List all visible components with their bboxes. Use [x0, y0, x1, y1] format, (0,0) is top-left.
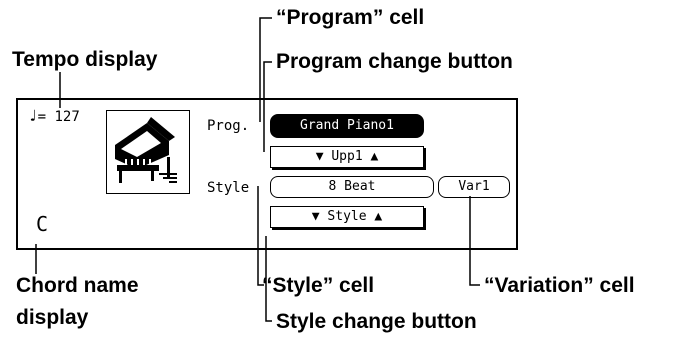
variation-cell-callout: “Variation” cell: [484, 274, 635, 297]
tempo-display-callout: Tempo display: [12, 48, 158, 71]
chord-name-display-callout-line2: display: [16, 306, 89, 329]
style-change-button[interactable]: ▼ Style ▲: [270, 206, 424, 228]
tempo-display: ♩= 127: [28, 106, 80, 126]
program-change-button-callout: Program change button: [276, 50, 513, 73]
grand-piano-icon: [115, 117, 177, 183]
program-cell[interactable]: Grand Piano1: [270, 114, 424, 138]
variation-cell[interactable]: Var1: [438, 176, 510, 198]
chord-name-display-callout-line1: Chord name: [16, 274, 139, 297]
program-cell-callout: “Program” cell: [276, 6, 425, 29]
quarter-note-icon: ♩: [28, 106, 38, 125]
lcd-screen: ♩= 127: [16, 98, 518, 250]
chord-name-display: C: [36, 212, 49, 236]
tempo-value: = 127: [37, 109, 80, 125]
program-change-button[interactable]: ▼ Upp1 ▲: [270, 146, 424, 168]
style-change-button-callout: Style change button: [276, 310, 477, 333]
style-label: Style: [207, 180, 250, 196]
style-cell[interactable]: 8 Beat: [270, 176, 434, 198]
style-cell-callout: “Style” cell: [262, 274, 375, 297]
program-icon-frame: [106, 110, 190, 194]
program-label: Prog.: [207, 118, 250, 134]
chord-name-display-callout: Chord name display: [16, 274, 139, 330]
